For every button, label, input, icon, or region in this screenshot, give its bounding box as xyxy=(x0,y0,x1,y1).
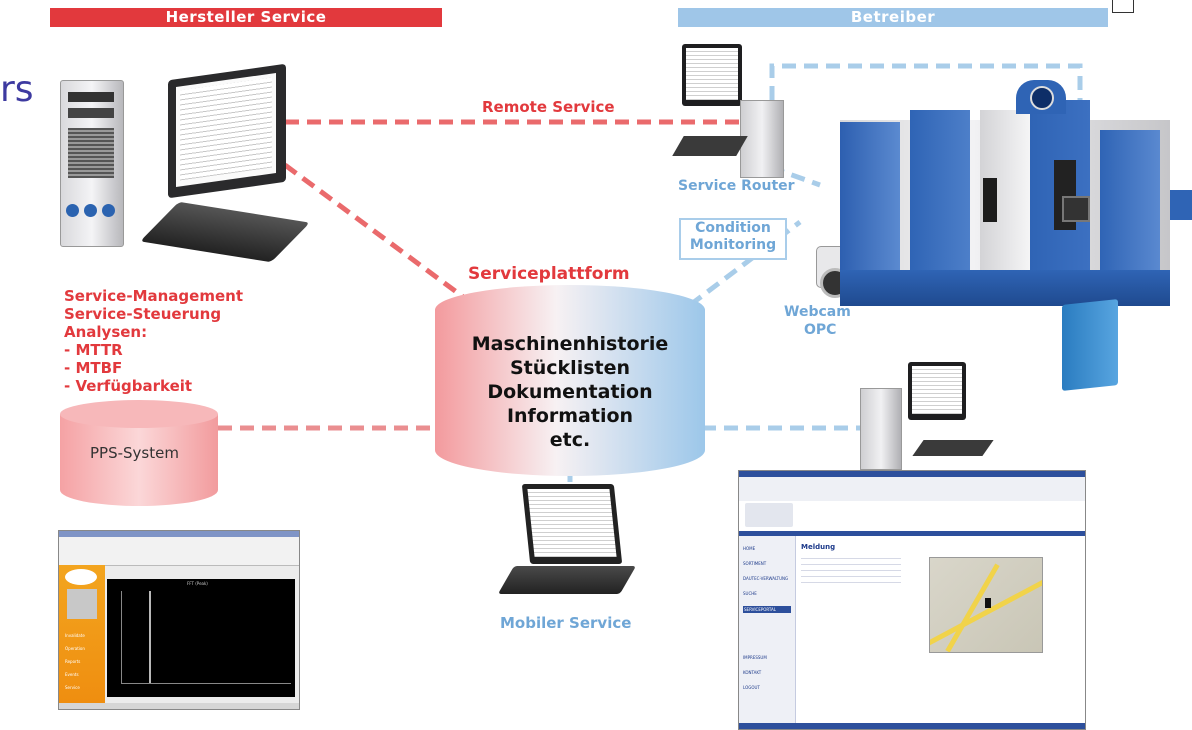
condition-monitoring-box: Condition Monitoring xyxy=(679,218,787,260)
hersteller-service-banner: Hersteller Service xyxy=(50,8,442,27)
nav-item: SUCHE xyxy=(743,591,757,596)
pps-system-cylinder xyxy=(60,400,218,506)
mobile-laptop xyxy=(497,484,637,608)
management-item: - MTBF xyxy=(64,359,123,377)
service-router-pc xyxy=(670,40,820,180)
serviceplattform-label: Serviceplattform xyxy=(468,264,630,284)
management-item: Analysen: xyxy=(64,323,148,341)
management-item: Service-Management xyxy=(64,287,243,305)
fft-sidebar xyxy=(59,565,105,703)
management-item: - Verfügbarkeit xyxy=(64,377,193,395)
pps-system-label: PPS-System xyxy=(90,444,179,462)
management-item: Service-Steuerung xyxy=(64,305,222,323)
nav-item: HOME xyxy=(743,546,756,551)
service-router-label: Service Router xyxy=(678,178,795,194)
fft-app-window: Invalidate Operation Reports Events Serv… xyxy=(58,530,300,710)
manufacturer-platform-link xyxy=(283,162,472,305)
keyboard xyxy=(140,201,310,263)
nav-item: IMPRESSUM xyxy=(743,655,767,660)
meldung-browser-window: HOME SORTIMENT DAUTEC-VERWALTUNG SUCHE S… xyxy=(738,470,1086,730)
sidebar-item: Operation xyxy=(65,646,85,651)
sidebar-item: Service xyxy=(65,685,80,690)
platform-item: Stücklisten xyxy=(509,357,631,379)
control-box xyxy=(1062,299,1118,391)
router-network-link xyxy=(769,63,1083,100)
frame-corner xyxy=(1112,0,1134,13)
platform-item: Maschinenhistorie xyxy=(471,333,669,355)
fft-plot: FFT (Peak) xyxy=(107,579,295,697)
nav-item: SORTIMENT xyxy=(743,561,767,566)
title-fragment: rs xyxy=(0,69,34,110)
manufacturer-pc xyxy=(60,63,310,263)
platform-item: Dokumentation xyxy=(487,381,653,403)
management-item: - MTTR xyxy=(64,341,123,359)
serviceplattform-cylinder xyxy=(435,285,705,476)
operator-pc xyxy=(856,362,1006,474)
platform-item: etc. xyxy=(549,429,591,451)
meldung-nav: HOME SORTIMENT DAUTEC-VERWALTUNG SUCHE S… xyxy=(739,536,796,724)
platform-item: Information xyxy=(506,405,634,427)
management-list: Service-Management Service-Steuerung Ana… xyxy=(64,287,243,395)
sidebar-item: Events xyxy=(65,672,79,677)
opc-label: OPC xyxy=(804,322,837,338)
remote-service-label: Remote Service xyxy=(482,98,615,116)
sidebar-item: Invalidate xyxy=(65,633,85,638)
cnc-machine xyxy=(840,80,1192,348)
mobiler-service-label: Mobiler Service xyxy=(500,614,632,632)
webcam-label: Webcam xyxy=(784,304,851,320)
sidebar-item: Reports xyxy=(65,659,81,664)
nav-item: KONTAKT xyxy=(743,670,762,675)
platform-contents: Maschinenhistorie Stücklisten Dokumentat… xyxy=(432,332,708,452)
nav-item: LOGOUT xyxy=(743,685,760,690)
meldung-logo xyxy=(745,503,793,527)
nav-item: DAUTEC-VERWALTUNG xyxy=(743,576,789,581)
meldung-map xyxy=(929,557,1043,653)
meldung-title: Meldung xyxy=(801,543,836,551)
betreiber-banner: Betreiber xyxy=(678,8,1108,27)
nav-item: SERVICEPORTAL xyxy=(743,606,791,613)
